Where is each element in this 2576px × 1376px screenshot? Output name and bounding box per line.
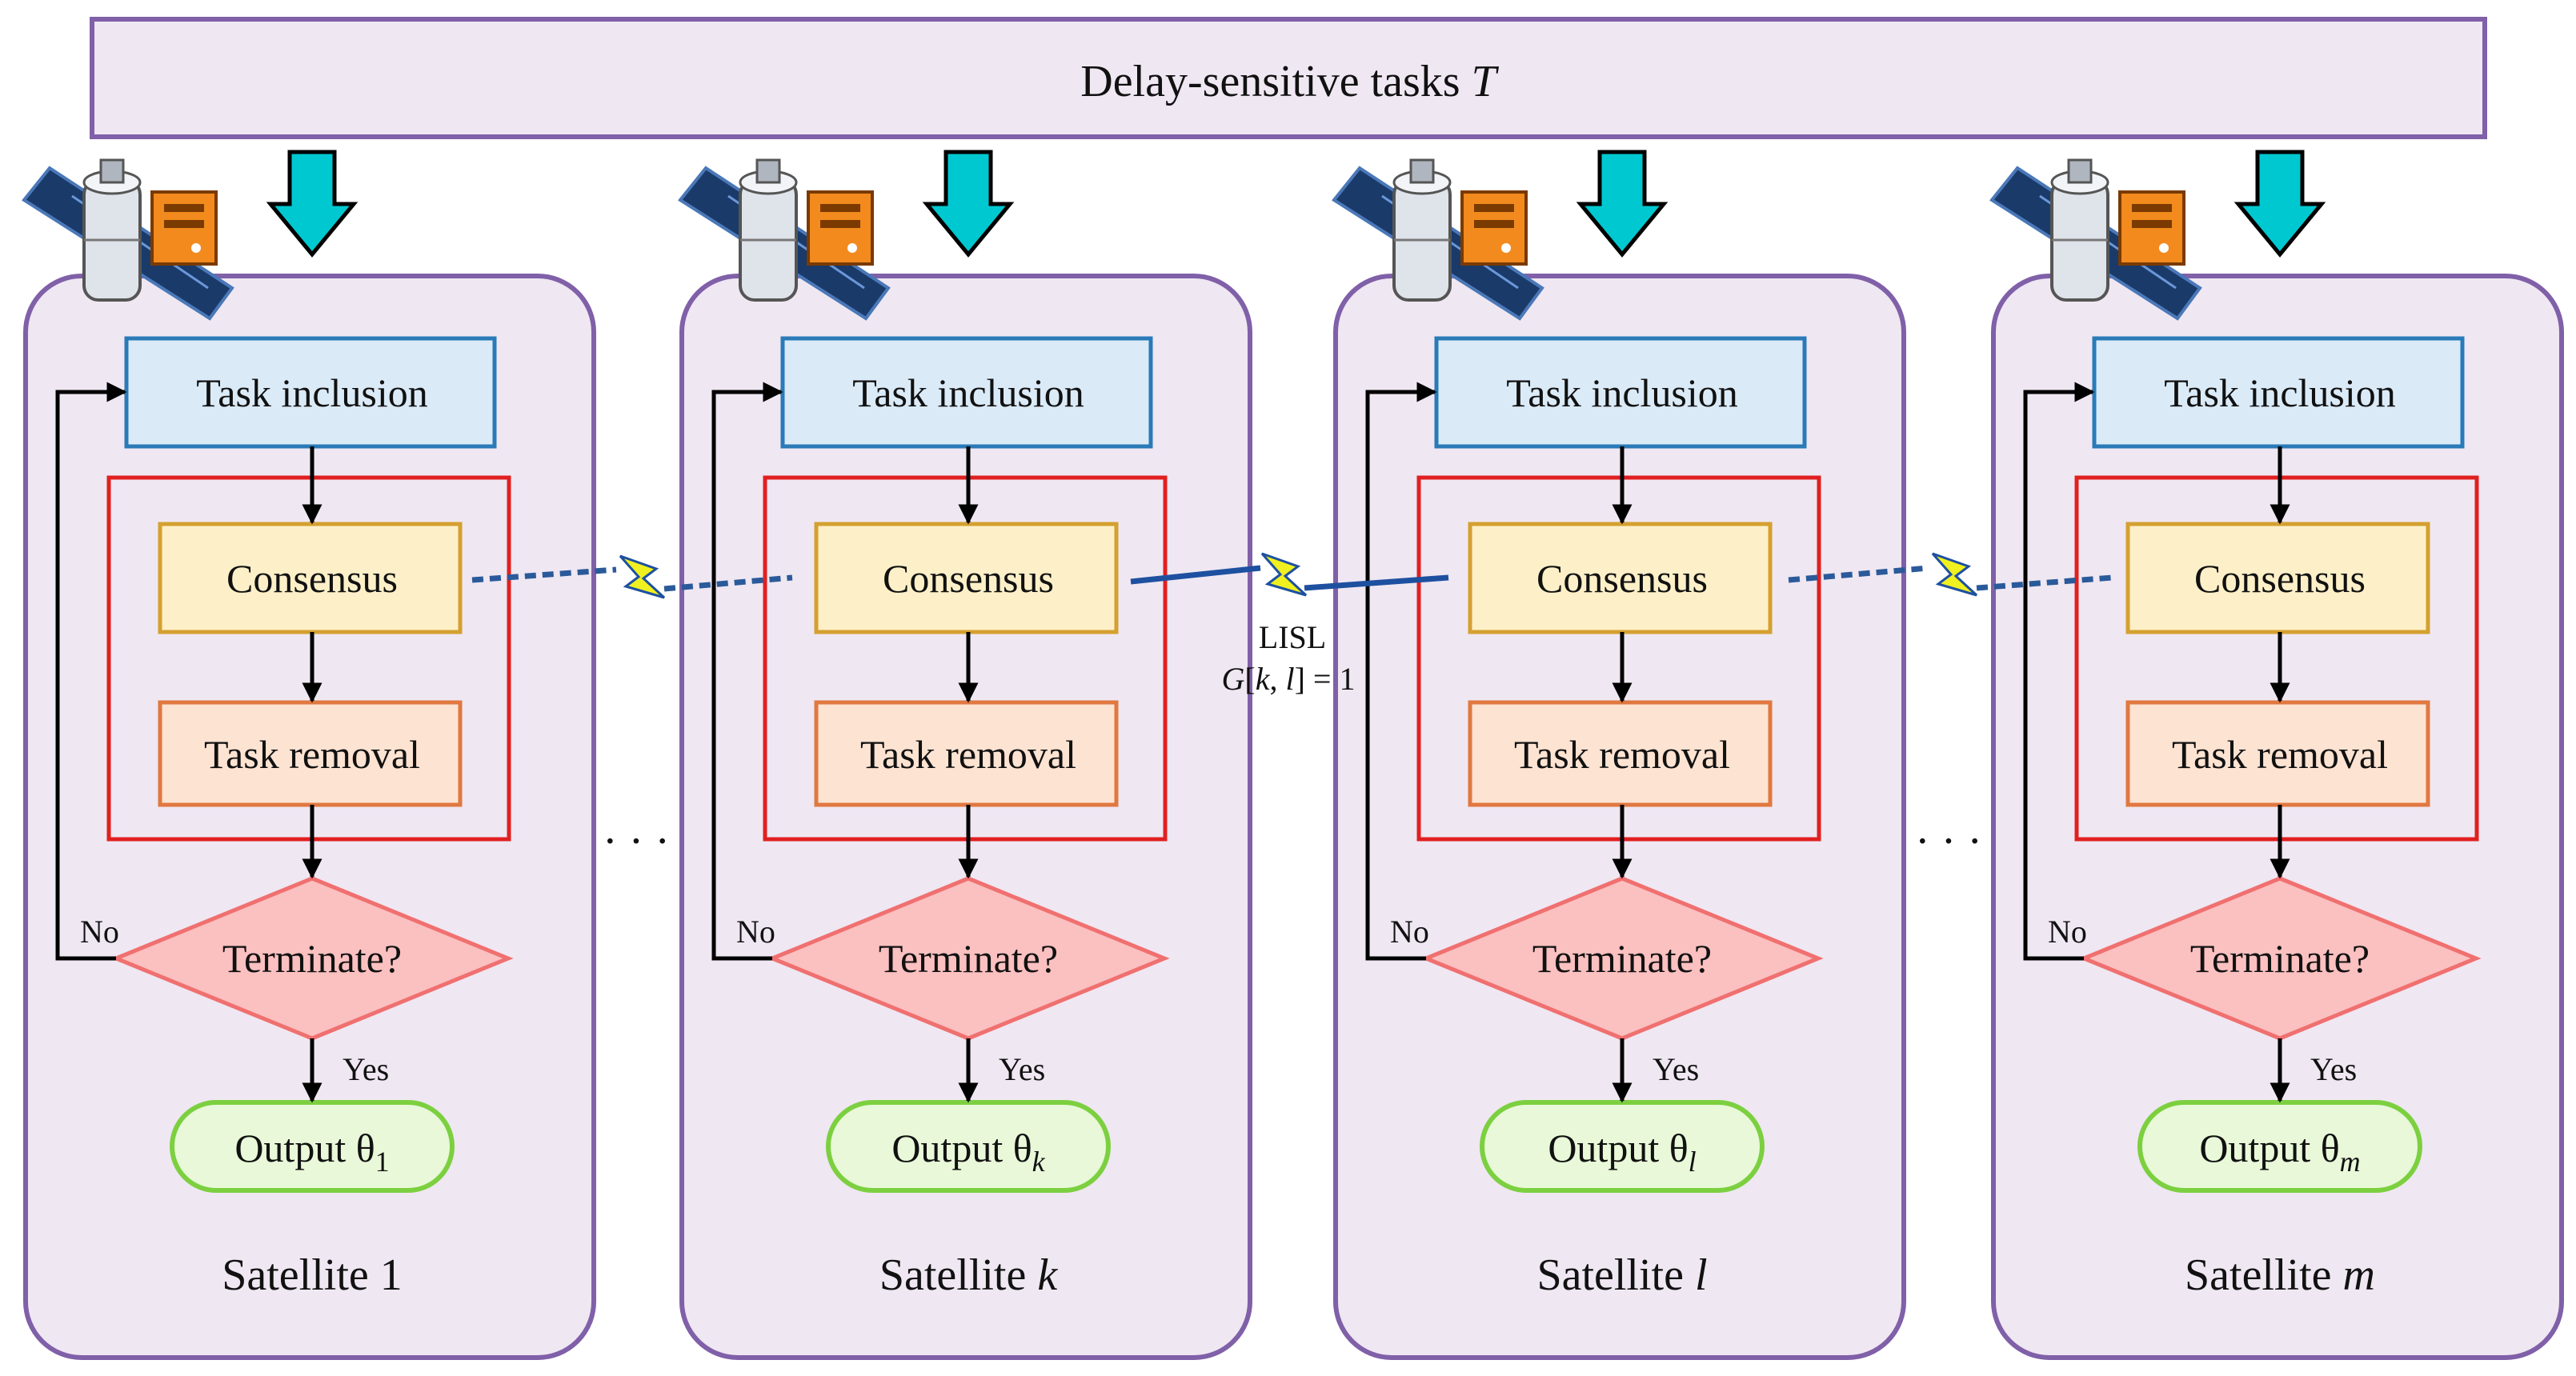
yes-label: Yes	[1653, 1051, 1699, 1087]
task-inclusion-label: Task inclusion	[1506, 370, 1738, 415]
dashed-link	[663, 574, 793, 592]
output-label: Output θk	[891, 1126, 1045, 1178]
no-label: No	[2048, 914, 2087, 950]
no-label: No	[80, 914, 119, 950]
lisl-equation: G[k, l] = 1	[1222, 661, 1356, 697]
header-banner: Delay-sensitive tasks T	[90, 17, 2487, 139]
dashed-link	[1976, 574, 2113, 591]
no-feedback-arrow	[55, 382, 127, 961]
lightning-icon	[619, 554, 666, 599]
terminate-decision	[2078, 876, 2482, 1041]
no-feedback-arrow	[1365, 382, 1437, 961]
yes-label: Yes	[999, 1051, 1045, 1087]
task-removal-label: Task removal	[2172, 732, 2388, 777]
consensus-removal-group	[2074, 475, 2479, 842]
consensus-label: Consensus	[2194, 556, 2366, 601]
terminate-label: Terminate?	[222, 936, 402, 981]
satellite-name: Satellite l	[1536, 1250, 1707, 1300]
terminate-decision	[767, 876, 1170, 1041]
task-removal-label: Task removal	[204, 732, 420, 777]
down-arrow-icon	[266, 150, 359, 258]
down-arrow-icon	[1576, 150, 1669, 258]
no-label: No	[736, 914, 775, 950]
task-inclusion-box	[2092, 336, 2465, 449]
task-removal-box	[1468, 700, 1773, 807]
task-removal-label: Task removal	[860, 732, 1076, 777]
header-title: Delay-sensitive tasks T	[1080, 57, 1499, 106]
terminate-decision	[1420, 876, 1824, 1041]
consensus-box	[1468, 522, 1773, 634]
task-removal-box	[158, 700, 463, 807]
terminate-label: Terminate?	[1532, 936, 1712, 981]
lisl-link	[1304, 574, 1449, 591]
output-label: Output θm	[2199, 1126, 2360, 1178]
ellipsis: · · ·	[1915, 817, 1982, 866]
lightning-icon	[1260, 552, 1308, 597]
task-inclusion-label: Task inclusion	[2164, 370, 2396, 415]
no-feedback-arrow	[711, 382, 783, 961]
terminate-decision	[110, 876, 514, 1041]
task-removal-box	[814, 700, 1119, 807]
output-label: Output θ1	[234, 1126, 389, 1178]
task-removal-label: Task removal	[1514, 732, 1730, 777]
consensus-removal-group	[1416, 475, 1821, 842]
yes-label: Yes	[2310, 1051, 2357, 1087]
consensus-removal-group	[106, 475, 511, 842]
lisl-link	[1130, 565, 1261, 585]
terminate-label: Terminate?	[879, 936, 1058, 981]
consensus-box	[814, 522, 1119, 634]
terminate-label: Terminate?	[2190, 936, 2370, 981]
down-arrow-icon	[922, 150, 1015, 258]
ellipsis: · · ·	[603, 817, 670, 866]
lisl-label: LISL	[1259, 619, 1326, 655]
consensus-label: Consensus	[226, 556, 398, 601]
no-label: No	[1390, 914, 1429, 950]
no-feedback-arrow	[2023, 382, 2095, 961]
consensus-label: Consensus	[1536, 556, 1708, 601]
dashed-link	[1788, 565, 1929, 583]
satellite-name: Satellite m	[2185, 1250, 2375, 1300]
lightning-icon	[1931, 552, 1978, 597]
yes-label: Yes	[343, 1051, 389, 1087]
consensus-box	[158, 522, 463, 634]
task-inclusion-label: Task inclusion	[852, 370, 1084, 415]
output-label: Output θl	[1548, 1126, 1696, 1178]
dashed-link	[471, 566, 617, 583]
task-inclusion-label: Task inclusion	[196, 370, 428, 415]
satellite-name: Satellite 1	[222, 1250, 403, 1300]
satellite-name: Satellite k	[879, 1250, 1059, 1300]
task-removal-box	[2125, 700, 2430, 807]
consensus-label: Consensus	[883, 556, 1054, 601]
consensus-removal-group	[763, 475, 1168, 842]
down-arrow-icon	[2233, 150, 2326, 258]
